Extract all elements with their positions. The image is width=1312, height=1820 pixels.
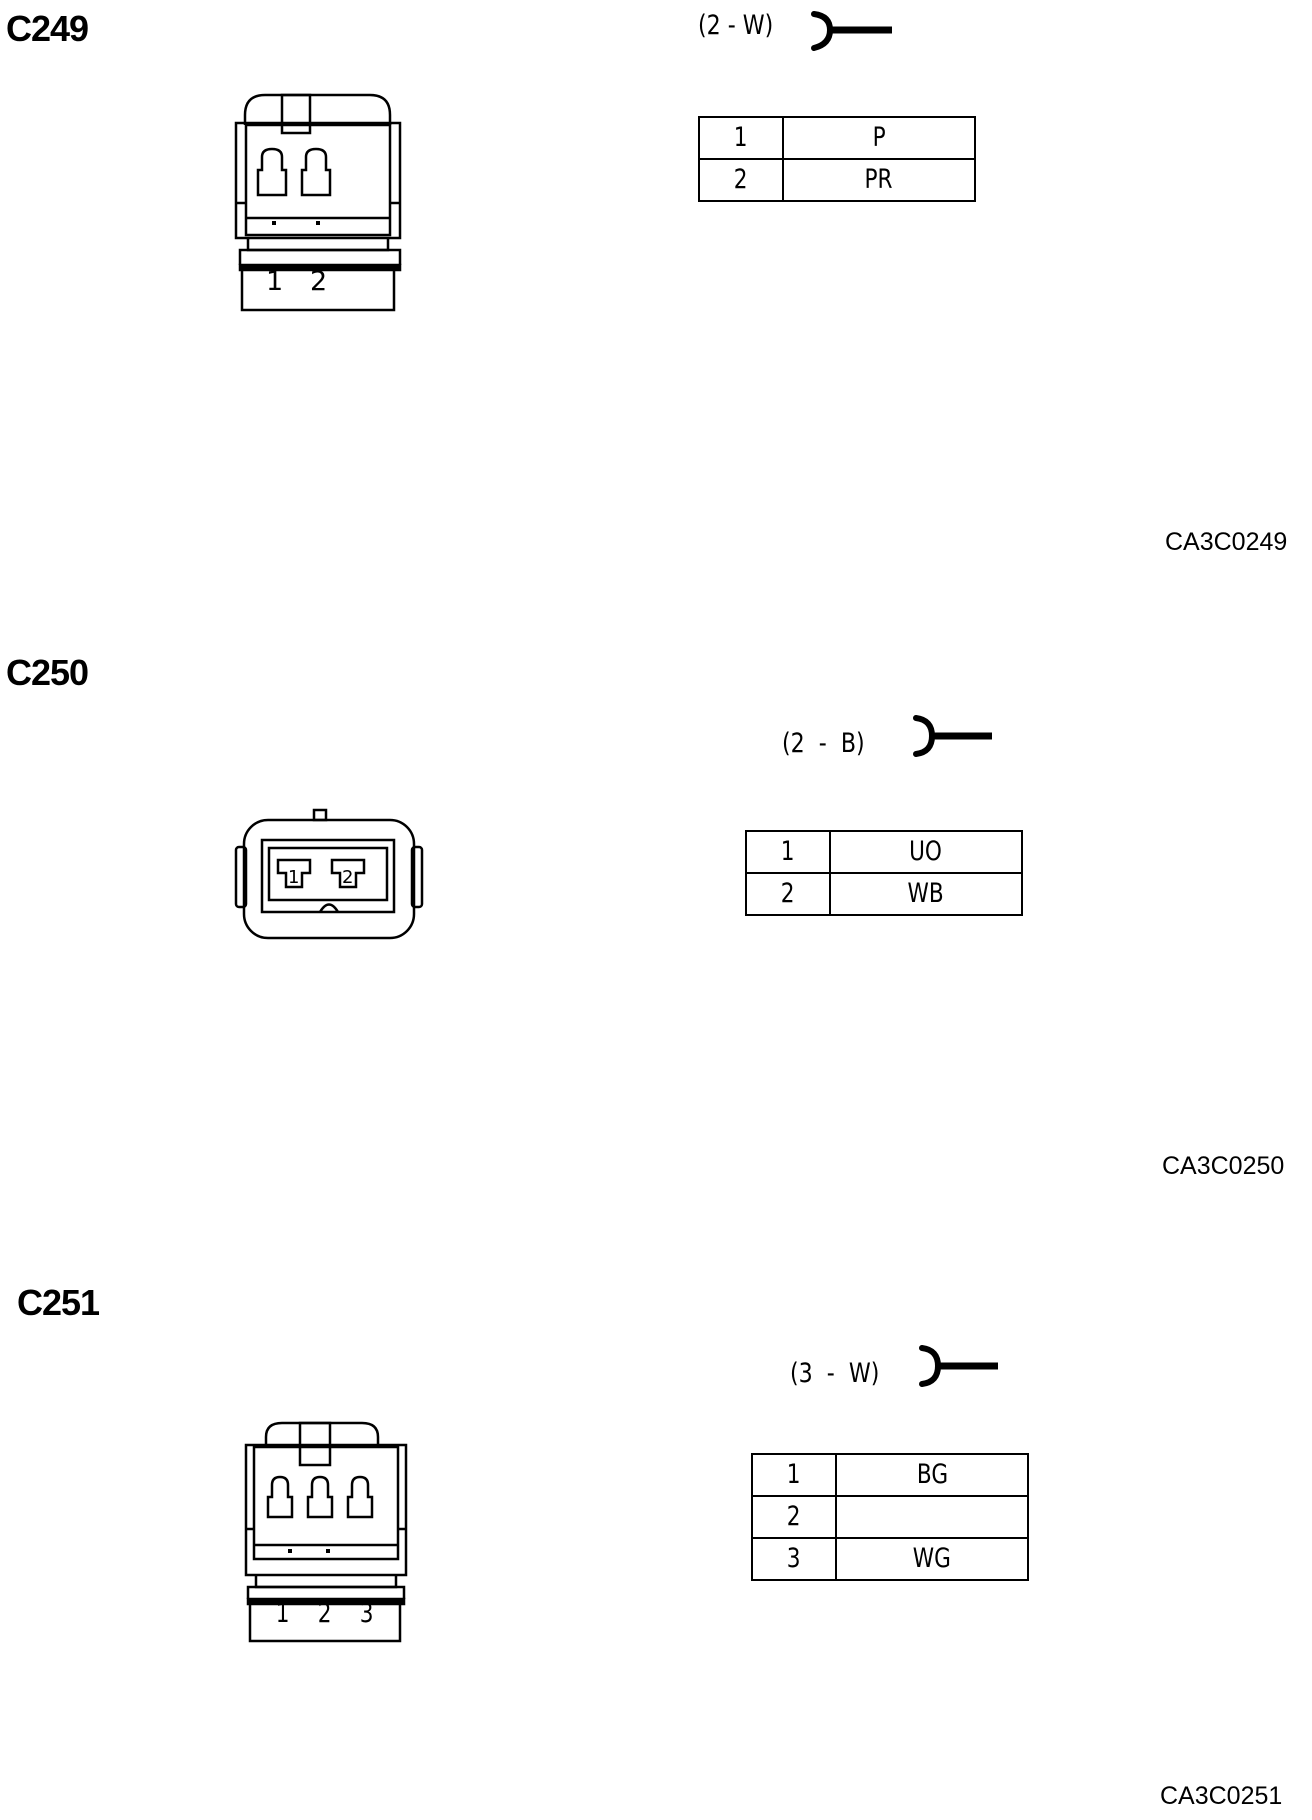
diagram-reference: CA3C0249: [1165, 528, 1288, 556]
diagram-reference: CA3C0251: [1160, 1782, 1283, 1810]
female-terminal-icon: [913, 715, 992, 757]
connector-section-c249: C249 (2 - W) 1 2 1 P 2: [0, 0, 1312, 600]
connector-spec: (2 - W): [698, 10, 774, 41]
face-pin-label: 3: [359, 1598, 374, 1629]
table-row: 1 P: [698, 116, 976, 160]
connector-id: C249: [6, 8, 89, 49]
face-pin-label: 2: [317, 1598, 332, 1629]
pin-number: 3: [751, 1537, 837, 1581]
connector-section-c251: C251 (3 - W) 1 2 3 1 BG: [0, 1270, 1312, 1820]
table-row: 1 BG: [751, 1453, 1029, 1497]
pin-number: 2: [745, 872, 831, 916]
wire-color: PR: [782, 158, 976, 202]
pin-table: 1 UO 2 WB: [745, 830, 1023, 916]
face-pin-label: 1: [275, 1598, 290, 1629]
pin-number: 1: [745, 830, 831, 874]
pin-number: 2: [751, 1495, 837, 1539]
table-row: 2 PR: [698, 158, 976, 202]
wire-color: UO: [829, 830, 1023, 874]
wire-color: P: [782, 116, 976, 160]
pin-number: 1: [751, 1453, 837, 1497]
connector-face-drawing: [244, 1421, 408, 1643]
pin-table: 1 BG 2 3 WG: [751, 1453, 1029, 1581]
wire-color: [835, 1495, 1029, 1539]
wire-color: WG: [835, 1537, 1029, 1581]
connector-face-drawing: [234, 93, 402, 312]
connector-section-c250: C250 (2 - B) 1 2 1 UO 2 WB CA3C0250: [0, 640, 1312, 1240]
diagram-reference: CA3C0250: [1162, 1152, 1285, 1180]
face-pin-label: 1: [266, 266, 284, 297]
female-terminal-icon: [811, 11, 892, 51]
svg-text:2: 2: [342, 867, 353, 888]
wire-color: WB: [829, 872, 1023, 916]
female-terminal-icon: [919, 1345, 998, 1387]
svg-text:1: 1: [288, 867, 299, 888]
table-row: 3 WG: [751, 1537, 1029, 1581]
face-pin-label: 2: [310, 266, 328, 297]
connector-spec: (2 - B): [782, 728, 865, 759]
pin-number: 2: [698, 158, 784, 202]
pin-number: 1: [698, 116, 784, 160]
connector-id: C251: [17, 1282, 100, 1323]
connector-face-drawing: 1 2: [234, 808, 424, 940]
table-row: 2: [751, 1495, 1029, 1539]
connector-spec: (3 - W): [790, 1358, 880, 1389]
connector-id: C250: [6, 652, 89, 693]
table-row: 2 WB: [745, 872, 1023, 916]
table-row: 1 UO: [745, 830, 1023, 874]
wire-color: BG: [835, 1453, 1029, 1497]
pin-table: 1 P 2 PR: [698, 116, 976, 202]
